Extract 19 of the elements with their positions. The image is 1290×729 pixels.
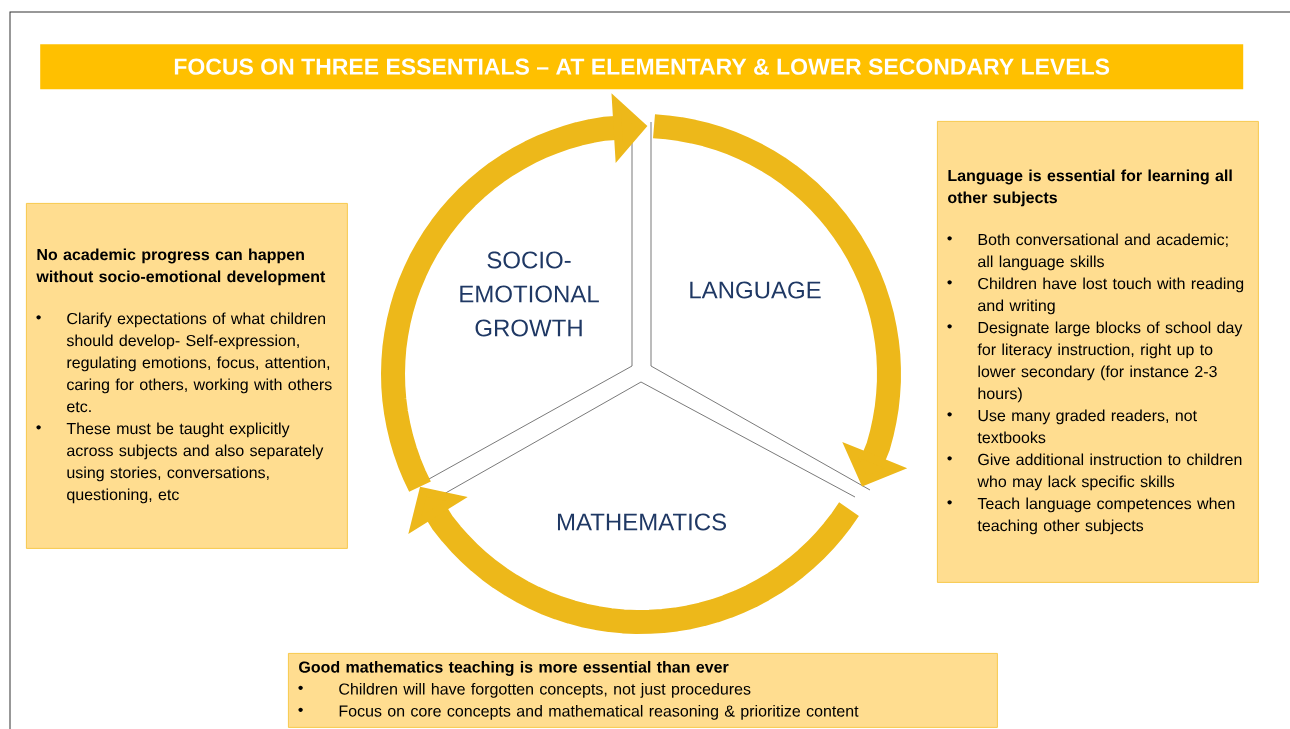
- bullet-item: These must be taught explicitly across subjects and also separately using stories, conversations, questioning, etc: [66, 422, 324, 504]
- bullet-item: Give additional instruction to children who may lack specific skills: [977, 453, 1242, 491]
- bullet-item: Children will have forgotten concepts, not just procedures: [339, 682, 751, 698]
- box-heading: No academic progress can happen without socio-emotional development: [36, 248, 326, 286]
- bullet-item: Designate large blocks of school day for literacy instruction, right up to lower secondary (for instance 2-3 hours): [977, 321, 1243, 403]
- bullet-item: Clarify expectations of what children should develop- Self-expression, regulating emotions, focus, attention, caring for others, working with others etc.: [66, 312, 332, 413]
- text-box: [937, 121, 1259, 583]
- box-heading: Good mathematics teaching is more essential than ever: [299, 660, 729, 676]
- sector: SOCIO- EMOTIONAL GROWTH: [419, 121, 633, 485]
- bullet-item: Teach language competences when teaching other subjects: [977, 497, 1235, 535]
- title-banner: FOCUS ON THREE ESSENTIALS – AT ELEMENTARY & LOWER SECONDARY LEVELS: [40, 44, 1244, 90]
- bullet-item: Focus on core concepts and mathematical reasoning & prioritize content: [339, 704, 859, 720]
- box-heading: Language is essential for learning all other subjects: [948, 169, 1232, 207]
- text-box: [288, 653, 998, 728]
- bullet-item: Both conversational and academic; all language skills: [978, 233, 1228, 271]
- bullet-item: Children have lost touch with reading and writing: [978, 277, 1244, 315]
- bullet-item: Use many graded readers, not textbooks: [977, 409, 1197, 444]
- sector: LANGUAGE: [650, 121, 871, 491]
- text-box: [26, 203, 348, 549]
